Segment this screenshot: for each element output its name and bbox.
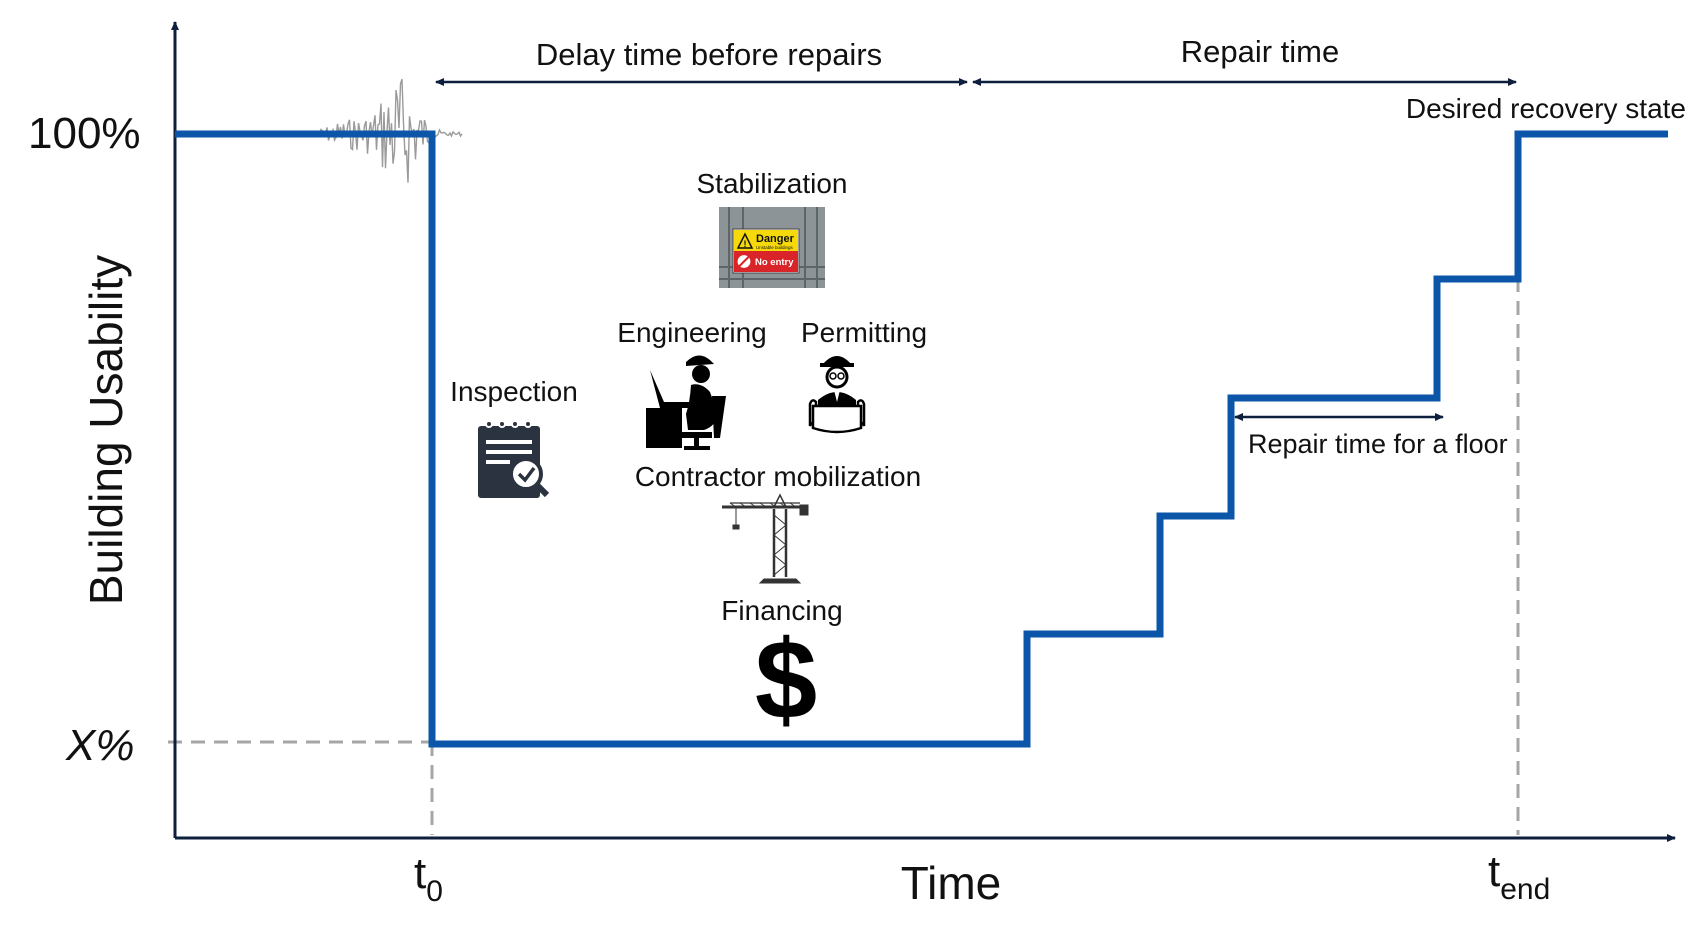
inspection-label: Inspection	[450, 376, 578, 407]
tend-label: tend	[1488, 847, 1550, 906]
t0-sub: 0	[426, 875, 443, 908]
tend-sub: end	[1500, 873, 1550, 906]
floor-label: Repair time for a floor	[1248, 429, 1508, 459]
tend-main: t	[1488, 847, 1500, 896]
svg-text:Danger: Danger	[756, 233, 795, 245]
clipboard-check-icon	[478, 420, 550, 498]
guide-lines	[168, 278, 1520, 835]
x-axis-label: Time	[901, 857, 1002, 909]
time-span-arrows	[435, 78, 1517, 421]
inspector-blueprint-icon	[808, 356, 866, 434]
y-axis-label: Building Usability	[80, 255, 132, 605]
engineer-desk-icon	[646, 355, 726, 450]
crane-icon	[722, 493, 809, 584]
t0-label: t0	[414, 849, 443, 908]
seismic-waveform-icon	[317, 78, 463, 183]
financing-label: Financing	[721, 595, 842, 626]
engineering-label: Engineering	[617, 317, 766, 348]
permitting-label: Permitting	[801, 317, 927, 348]
dollar-icon: $	[755, 617, 817, 742]
desired-state-label: Desired recovery state	[1406, 93, 1686, 124]
delay-label: Delay time before repairs	[536, 37, 882, 72]
stabilization-label: Stabilization	[697, 168, 848, 199]
t0-main: t	[414, 849, 426, 898]
contractor-label: Contractor mobilization	[635, 461, 921, 492]
usability-curve	[175, 130, 1668, 748]
y-tick-x: X%	[65, 721, 134, 770]
y-tick-100: 100%	[28, 109, 141, 158]
axes	[171, 21, 1676, 842]
danger-sign-icon: ! Danger Unstable buildings No entry	[719, 207, 825, 288]
svg-text:No entry: No entry	[755, 257, 794, 268]
repair-label: Repair time	[1181, 34, 1340, 69]
svg-text:Unstable buildings: Unstable buildings	[756, 245, 794, 250]
svg-text:!: !	[744, 239, 747, 249]
